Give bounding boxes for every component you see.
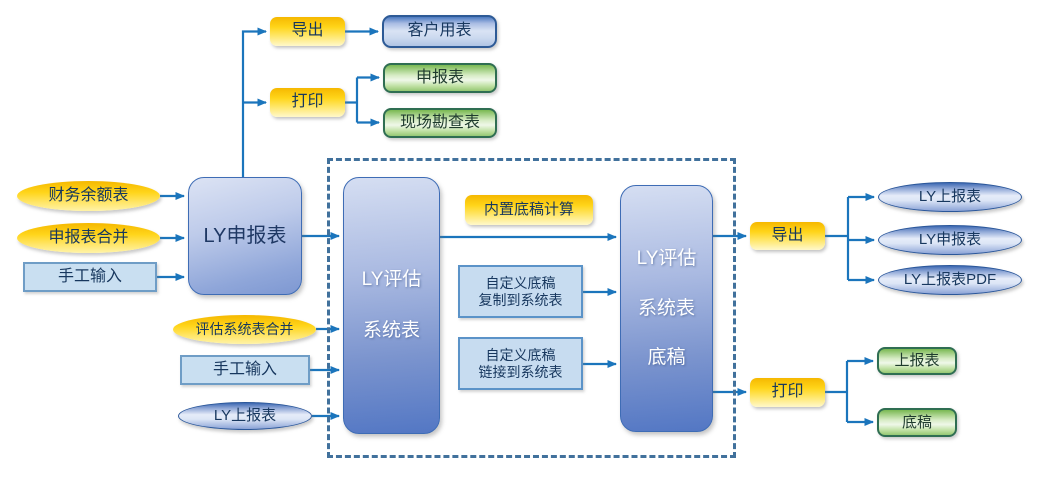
shape-customer-table: 客户用表: [382, 15, 497, 48]
shape-custom-workpaper-link: 自定义底稿 链接到系统表: [458, 337, 583, 390]
shape-workpaper-print: 底稿: [877, 408, 957, 437]
branch-dayin-right: [825, 361, 849, 422]
shape-ly-assessment-system-table: LY评估 系统表: [343, 177, 440, 434]
shape-label: 财务余额表: [48, 186, 129, 204]
shape-ly-report-table-input: LY上报表: [178, 402, 312, 430]
shape-label: 客户用表: [407, 22, 472, 40]
shape-label-line1: 自定义底稿: [485, 347, 556, 364]
shape-label-line3: 底稿: [647, 347, 686, 369]
shape-label-line1: 自定义底稿: [485, 275, 556, 292]
shape-export-top: 导出: [270, 17, 345, 46]
shape-label-line2: 复制到系统表: [478, 291, 563, 308]
shape-label-line2: 系统表: [362, 320, 420, 341]
shape-assessment-table-merge: 评估系统表合并: [173, 315, 316, 344]
shape-site-survey-form: 现场勘查表: [383, 108, 497, 138]
shape-ly-report-pdf-output: LY上报表PDF: [878, 265, 1022, 295]
shape-label: 底稿: [901, 413, 932, 431]
shape-label: 内置底稿计算: [483, 201, 574, 219]
shape-print-right: 打印: [750, 378, 825, 407]
shape-label: 手工输入: [212, 360, 277, 378]
shape-label-line2: 链接到系统表: [478, 363, 563, 380]
shape-label: 打印: [771, 383, 804, 401]
shape-label: 导出: [771, 226, 804, 244]
shape-ly-declaration-table: LY申报表: [188, 177, 302, 295]
shape-export-right: 导出: [750, 222, 825, 250]
branch-daochu-right: [825, 197, 850, 280]
shape-manual-input-2: 手工输入: [180, 355, 310, 385]
shape-label-line2: 系统表: [637, 297, 695, 319]
shape-builtin-workpaper-calc: 内置底稿计算: [465, 195, 593, 225]
shape-label: LY上报表PDF: [903, 271, 997, 289]
arrow-lyshenbao-to-daochu: [241, 27, 267, 177]
shape-label-line1: LY评估: [361, 269, 422, 291]
shape-label: 现场勘查表: [399, 113, 480, 131]
shape-custom-workpaper-copy: 自定义底稿 复制到系统表: [458, 265, 583, 318]
shape-ly-report-table-output: LY上报表: [878, 182, 1022, 212]
shape-label: LY上报表: [918, 188, 982, 206]
shape-report-table-print: 上报表: [877, 347, 957, 375]
branch-dayin-top: [345, 77, 359, 123]
shape-declaration-form: 申报表: [383, 63, 497, 93]
shape-label: LY上报表: [213, 407, 277, 425]
shape-label: 导出: [291, 22, 324, 40]
shape-ly-declaration-output: LY申报表: [878, 225, 1022, 255]
shape-print-top: 打印: [270, 88, 345, 117]
shape-label: 打印: [291, 93, 324, 111]
shape-label: 申报表: [415, 68, 464, 86]
shape-label: LY申报表: [918, 231, 982, 249]
shape-financial-balance-sheet: 财务余额表: [17, 181, 160, 211]
shape-label: 评估系统表合并: [195, 321, 294, 338]
shape-declaration-merge: 申报表合并: [17, 223, 160, 253]
shape-label-line1: LY评估: [636, 247, 697, 269]
shape-manual-input-1: 手工输入: [23, 262, 157, 292]
shape-label: LY申报表: [203, 224, 287, 247]
shape-label: 上报表: [894, 352, 940, 370]
shape-label: 申报表合并: [48, 228, 129, 246]
system-boundary-frame: [327, 158, 736, 458]
shape-label: 手工输入: [57, 267, 122, 285]
shape-ly-assessment-system-workpaper: LY评估 系统表 底稿: [620, 185, 713, 432]
